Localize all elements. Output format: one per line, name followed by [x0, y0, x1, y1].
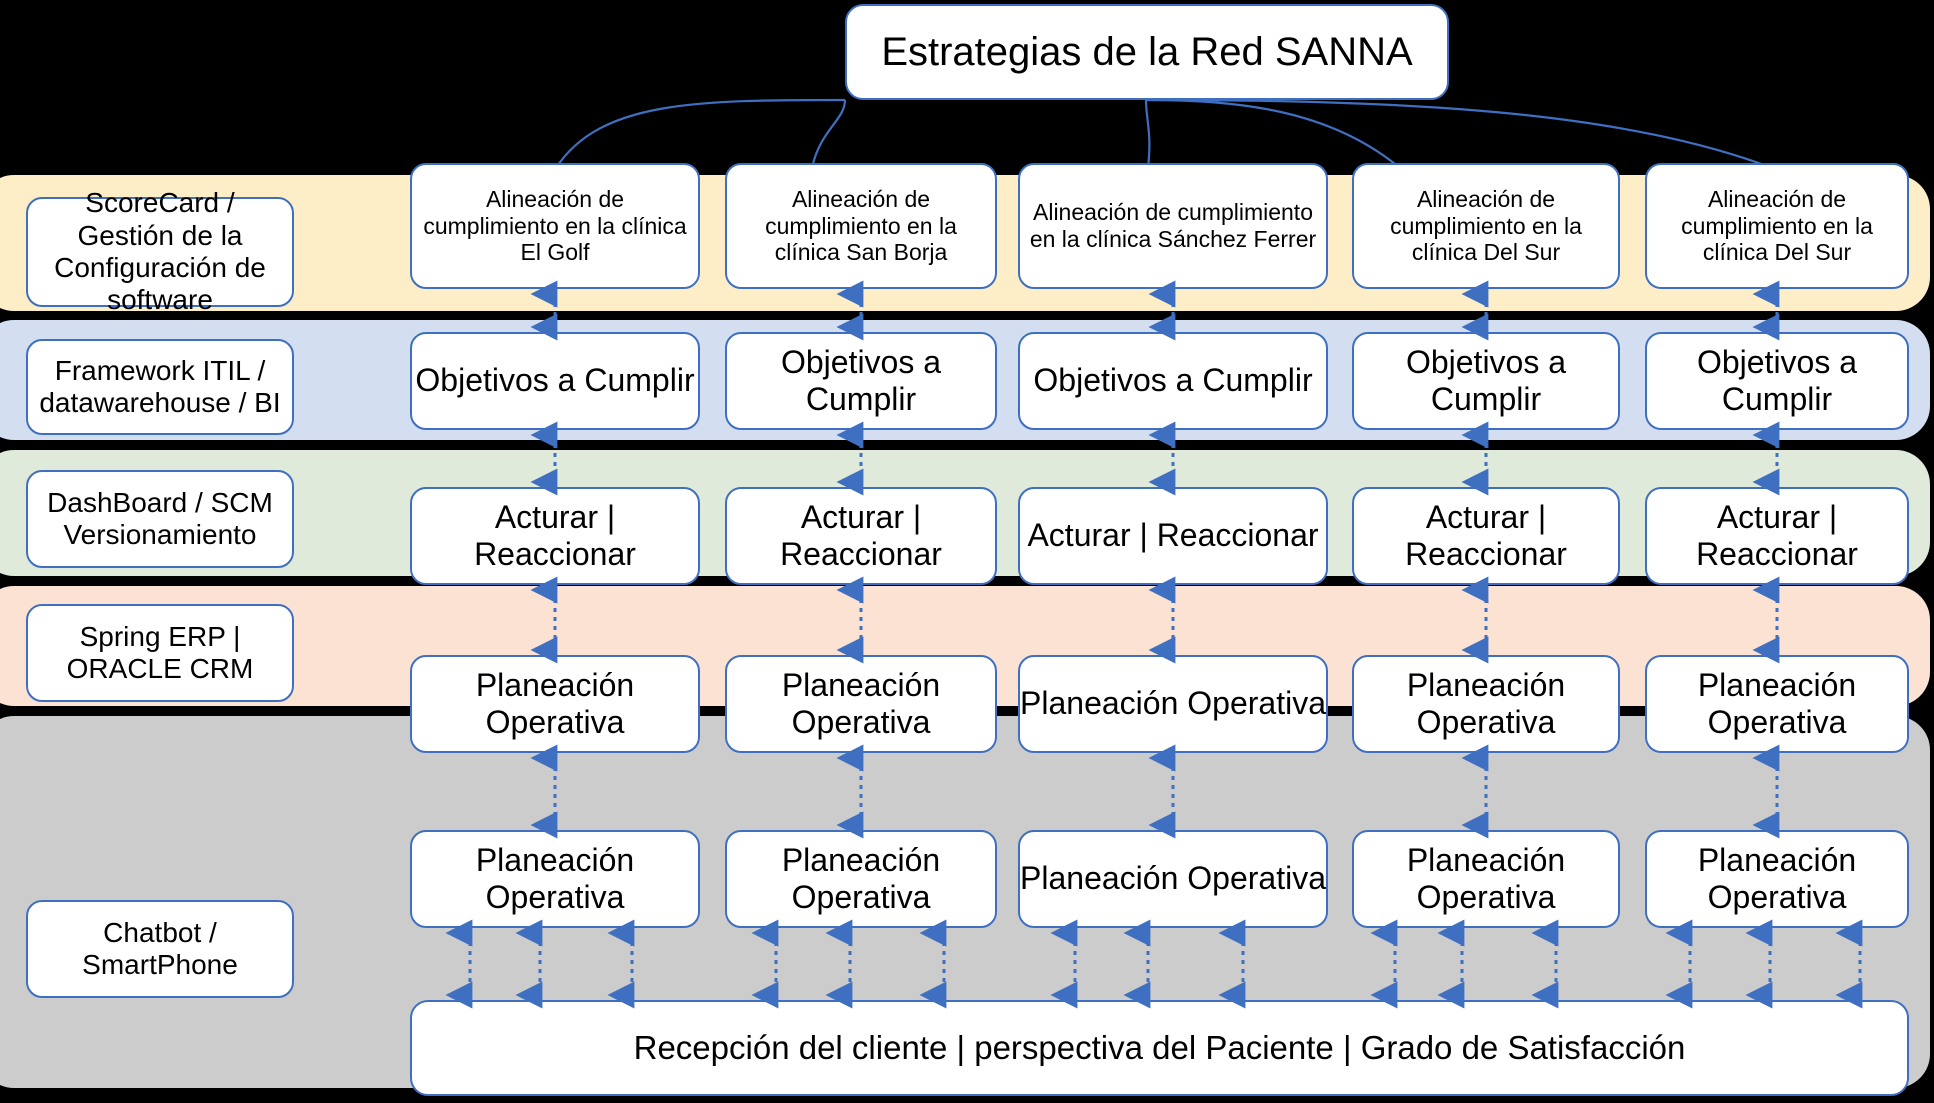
legend-label-dashboard: DashBoard / SCM Versionamiento	[47, 486, 273, 550]
top-card-san-borja[interactable]: Alineación de cumplimiento en la clínica…	[725, 163, 997, 289]
node-acturar-sanchez-ferrer[interactable]: Acturar | Reaccionar	[1018, 487, 1328, 585]
node-label: Planeación Operativa	[475, 666, 635, 740]
node-planeacion-del-sur-1[interactable]: Planeación Operativa	[1352, 655, 1620, 753]
node-label: Planeación Operativa	[1020, 685, 1326, 722]
connector-del-sur-1	[1145, 98, 1401, 169]
node-label: Planeación Operativa	[1697, 841, 1857, 915]
connector-sanchez-ferrer	[1144, 99, 1151, 169]
node-objetivos-sanchez-ferrer[interactable]: Objetivos a Cumplir	[1018, 332, 1328, 430]
node-planeacion2-del-sur-2[interactable]: Planeación Operativa	[1645, 830, 1909, 928]
node-planeacion-el-golf[interactable]: Planeación Operativa	[410, 655, 700, 753]
node-label: Acturar | Reaccionar	[1405, 498, 1567, 572]
node-planeacion2-sanchez-ferrer[interactable]: Planeación Operativa	[1018, 830, 1328, 928]
legend-label-scorecard: ScoreCard / Gestión de la Configuración …	[54, 187, 266, 316]
node-objetivos-san-borja[interactable]: Objetivos a Cumplir	[725, 332, 997, 430]
node-objetivos-del-sur-2[interactable]: Objetivos a Cumplir	[1645, 332, 1909, 430]
top-card-label-del-sur-1: Alineación de cumplimiento en la clínica…	[1390, 185, 1582, 266]
title-box[interactable]: Estrategias de la Red SANNA	[845, 4, 1449, 100]
top-card-label-del-sur-2: Alineación de cumplimiento en la clínica…	[1681, 185, 1873, 266]
node-label: Acturar | Reaccionar	[780, 498, 942, 572]
node-acturar-el-golf[interactable]: Acturar | Reaccionar	[410, 487, 700, 585]
legend-box-framework[interactable]: Framework ITIL / datawarehouse / BI	[26, 339, 294, 435]
connector-san-borja	[810, 99, 847, 169]
node-planeacion-san-borja[interactable]: Planeación Operativa	[725, 655, 997, 753]
top-card-label-san-borja: Alineación de cumplimiento en la clínica…	[765, 185, 957, 266]
node-label: Planeación Operativa	[1406, 666, 1566, 740]
node-label: Planeación Operativa	[1697, 666, 1857, 740]
legend-box-scorecard[interactable]: ScoreCard / Gestión de la Configuración …	[26, 187, 294, 315]
legend-label-framework: Framework ITIL / datawarehouse / BI	[39, 354, 281, 418]
top-card-del-sur-2[interactable]: Alineación de cumplimiento en la clínica…	[1645, 163, 1909, 289]
top-card-sanchez-ferrer[interactable]: Alineación de cumplimiento en la clínica…	[1018, 163, 1328, 289]
node-label: Acturar | Reaccionar	[1027, 517, 1319, 554]
node-label: Objetivos a Cumplir	[415, 362, 695, 399]
node-acturar-san-borja[interactable]: Acturar | Reaccionar	[725, 487, 997, 585]
connector-del-sur-2	[1145, 98, 1773, 170]
footer-box[interactable]: Recepción del cliente | perspectiva del …	[410, 1000, 1909, 1096]
node-label: Planeación Operativa	[1020, 860, 1326, 897]
node-planeacion-sanchez-ferrer[interactable]: Planeación Operativa	[1018, 655, 1328, 753]
node-acturar-del-sur-2[interactable]: Acturar | Reaccionar	[1645, 487, 1909, 585]
node-planeacion2-san-borja[interactable]: Planeación Operativa	[725, 830, 997, 928]
node-label: Planeación Operativa	[781, 666, 941, 740]
node-planeacion2-del-sur-1[interactable]: Planeación Operativa	[1352, 830, 1620, 928]
legend-label-erp: Spring ERP | ORACLE CRM	[66, 620, 254, 684]
node-label: Planeación Operativa	[1406, 841, 1566, 915]
legend-box-dashboard[interactable]: DashBoard / SCM Versionamiento	[26, 470, 294, 568]
legend-box-erp[interactable]: Spring ERP | ORACLE CRM	[26, 604, 294, 702]
node-label: Objetivos a Cumplir	[1033, 362, 1313, 399]
node-planeacion2-el-golf[interactable]: Planeación Operativa	[410, 830, 700, 928]
top-card-del-sur-1[interactable]: Alineación de cumplimiento en la clínica…	[1352, 163, 1620, 289]
node-acturar-del-sur-1[interactable]: Acturar | Reaccionar	[1352, 487, 1620, 585]
node-label: Planeación Operativa	[781, 841, 941, 915]
top-card-el-golf[interactable]: Alineación de cumplimiento en la clínica…	[410, 163, 700, 289]
top-card-label-el-golf: Alineación de cumplimiento en la clínica…	[423, 185, 687, 266]
top-card-label-sanchez-ferrer: Alineación de cumplimiento en la clínica…	[1029, 199, 1317, 252]
node-label: Acturar | Reaccionar	[1696, 498, 1858, 572]
node-label: Objetivos a Cumplir	[1405, 343, 1567, 417]
legend-box-chatbot[interactable]: Chatbot / SmartPhone	[26, 900, 294, 998]
node-objetivos-del-sur-1[interactable]: Objetivos a Cumplir	[1352, 332, 1620, 430]
legend-label-chatbot: Chatbot / SmartPhone	[82, 916, 238, 980]
node-planeacion-del-sur-2[interactable]: Planeación Operativa	[1645, 655, 1909, 753]
node-objetivos-el-golf[interactable]: Objetivos a Cumplir	[410, 332, 700, 430]
node-label: Objetivos a Cumplir	[1696, 343, 1858, 417]
title-label: Estrategias de la Red SANNA	[881, 29, 1413, 74]
connector-el-golf	[555, 98, 846, 169]
node-label: Planeación Operativa	[475, 841, 635, 915]
node-label: Acturar | Reaccionar	[474, 498, 636, 572]
node-label: Objetivos a Cumplir	[780, 343, 942, 417]
footer-label: Recepción del cliente | perspectiva del …	[633, 1028, 1686, 1066]
